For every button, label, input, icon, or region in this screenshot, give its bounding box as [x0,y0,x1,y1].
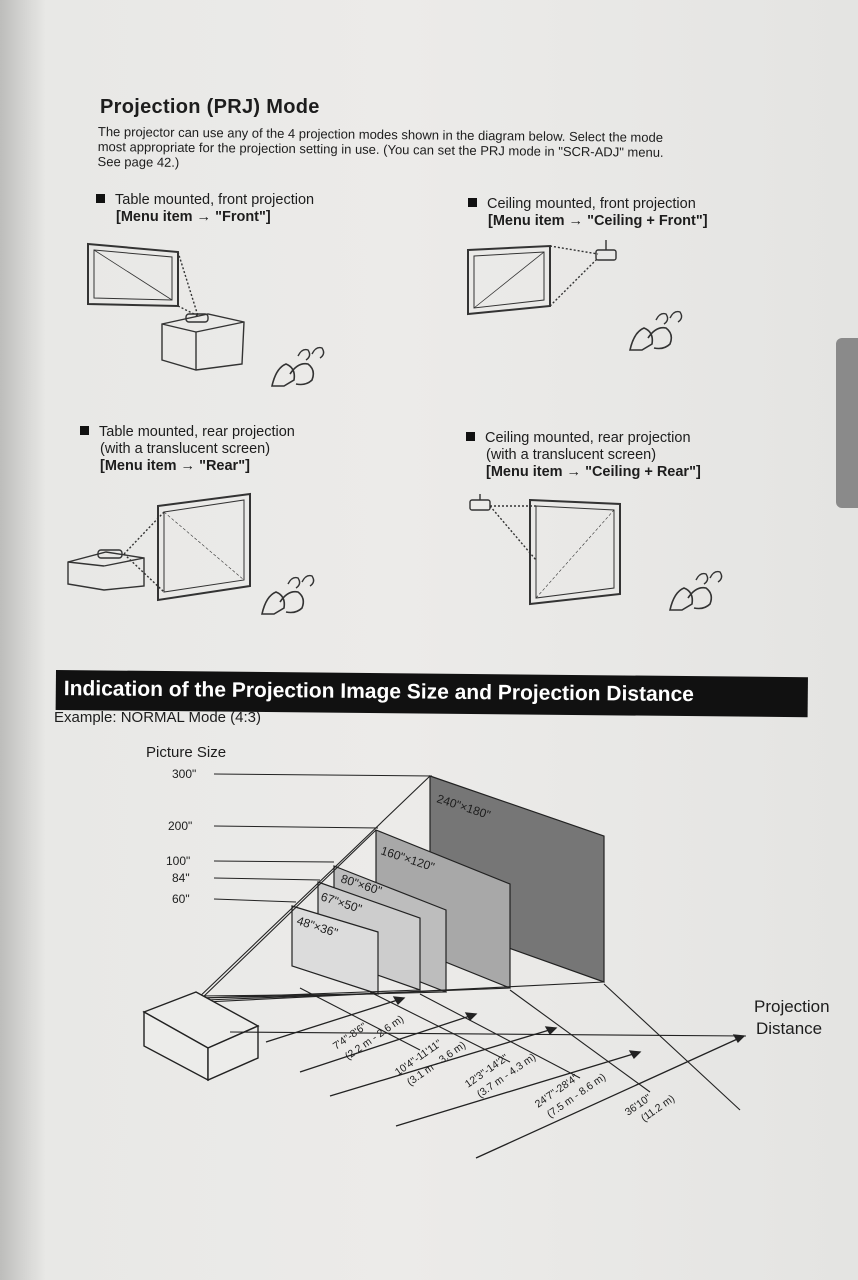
projection-distance-label: Distance [756,1019,822,1038]
projector-box [142,991,260,1082]
bullet-square [466,432,475,441]
size-label: 60" [172,892,190,906]
page-edge-tab [836,338,858,508]
example-caption: Example: NORMAL Mode (4:3) [54,709,262,726]
mode-menu-item: [Menu item → "Rear"] [100,458,250,474]
ceiling-rear-illustration [469,494,723,611]
mode-desc-2: (with a translucent screen) [100,441,271,457]
bullet-square [80,426,89,435]
bullet-square [468,198,477,207]
ceiling-front-illustration [467,240,683,351]
mode-menu-item: [Menu item → "Front"] [116,209,271,225]
mode-desc: Table mounted, front projection [115,192,315,208]
mode-desc: Ceiling mounted, rear projection [485,430,691,446]
mode-desc: Ceiling mounted, front projection [487,196,696,212]
mode-table-rear: Table mounted, rear projection (with a t… [80,424,295,475]
mode-menu-item: [Menu item → "Ceiling + Front"] [488,213,708,229]
mode-desc: Table mounted, rear projection [99,424,295,440]
projection-distance-label: Projection [754,997,830,1016]
table-front-illustration [87,242,325,387]
mode-ceiling-rear: Ceiling mounted, rear projection (with a… [466,430,701,481]
mode-illustrations [67,240,723,615]
page-binding-shadow [0,0,46,1280]
size-label: 300" [172,767,196,781]
mode-ceiling-front: Ceiling mounted, front projection [Menu … [468,196,708,230]
size-label: 200" [168,819,192,833]
mode-table-front: Table mounted, front projection [Menu it… [96,192,314,226]
page-title: Projection (PRJ) Mode [100,96,320,118]
mode-desc-2: (with a translucent screen) [486,447,657,463]
projection-distance-diagram: Picture Size 300" 200" 100" 84" 60" 240"… [142,744,830,1159]
size-label: 84" [172,871,190,885]
size-label: 100" [166,854,190,868]
table-rear-illustration [67,492,315,615]
bullet-square [96,194,105,203]
picture-size-label: Picture Size [146,744,226,761]
mode-menu-item: [Menu item → "Ceiling + Rear"] [486,464,701,480]
